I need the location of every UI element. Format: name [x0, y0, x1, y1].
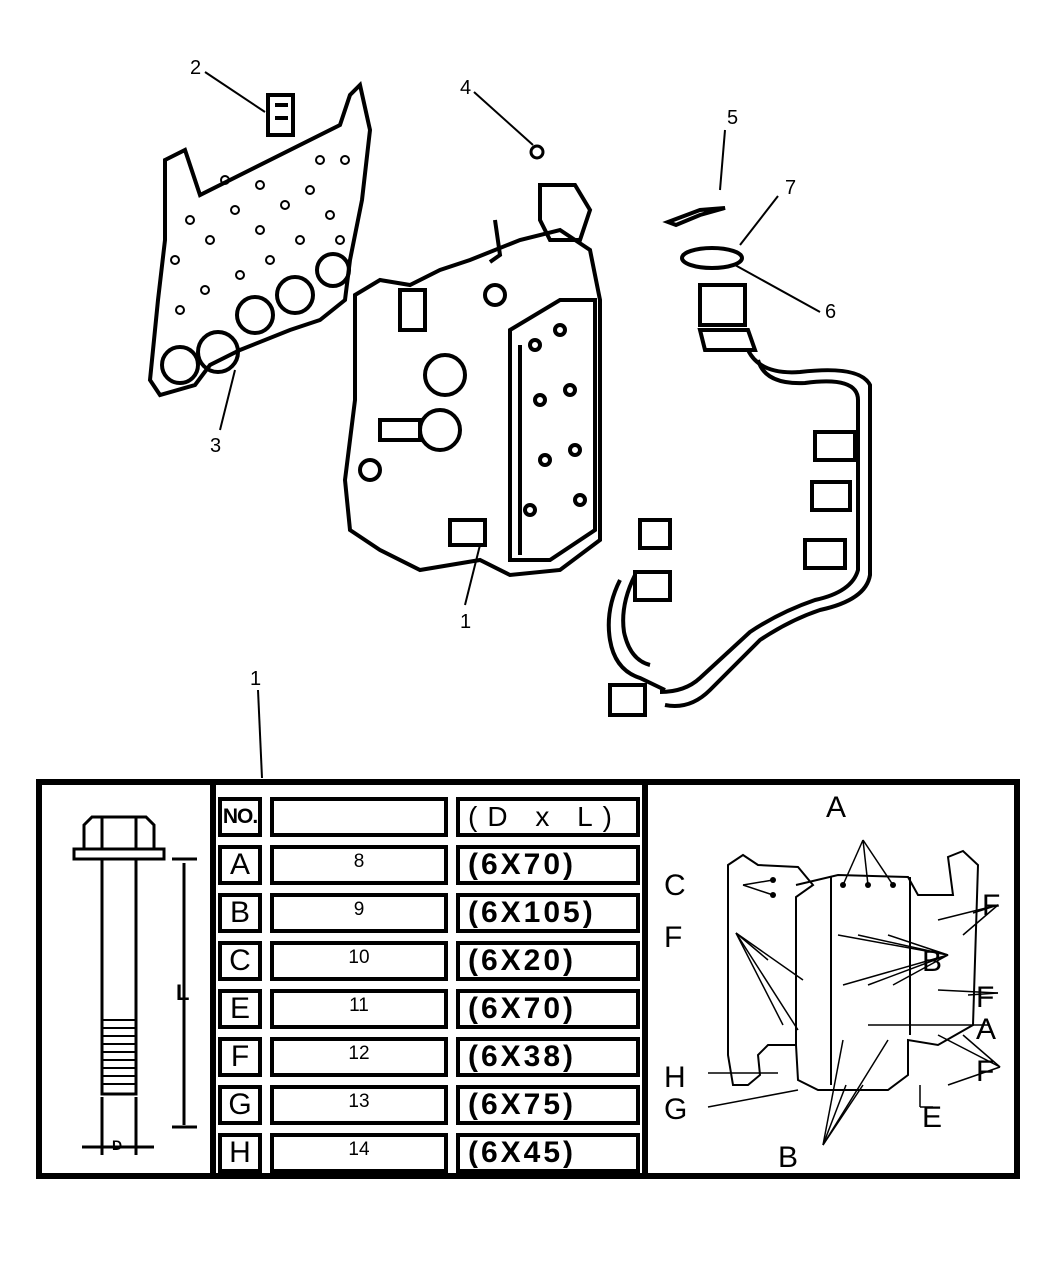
row-part: 8 — [270, 845, 448, 885]
header-part — [270, 797, 448, 837]
callout-2: 2 — [190, 57, 201, 79]
row-part: 14 — [270, 1133, 448, 1173]
row-size: (6X70) — [456, 989, 640, 1029]
table-row: F 12 (6X38) — [218, 1037, 648, 1077]
table-row: C 10 (6X20) — [218, 941, 648, 981]
row-part: 12 — [270, 1037, 448, 1077]
callout-6: 6 — [825, 301, 836, 323]
loc-label-f: F — [976, 981, 995, 1014]
loc-label-b: B — [922, 945, 943, 978]
retainer-clip — [662, 206, 726, 228]
row-size: (6X45) — [456, 1133, 640, 1173]
bolt-location-diagram — [707, 839, 1001, 1146]
o-ring-small — [529, 144, 545, 160]
separator-plate — [147, 81, 373, 398]
table-row: E 11 (6X70) — [218, 989, 648, 1029]
row-part: 11 — [270, 989, 448, 1029]
loc-label-f: F — [664, 921, 683, 954]
screen-clip — [266, 93, 295, 137]
leader-lines — [204, 71, 821, 779]
loc-label-b: B — [778, 1141, 799, 1174]
bolt-spec-panel: L D NO. (D x L) A 8 (6X70) B 9 (6X105) C… — [36, 779, 1020, 1179]
bolt-diameter-label: D — [112, 1137, 123, 1153]
table-row: A 8 (6X70) — [218, 845, 648, 885]
divider — [210, 785, 216, 1173]
header-size: (D x L) — [456, 797, 640, 837]
valve-body-assembly — [342, 183, 602, 578]
header-code: NO. — [218, 797, 262, 837]
row-code: G — [218, 1085, 262, 1125]
wiring-harness — [606, 283, 872, 717]
row-part: 10 — [270, 941, 448, 981]
callout-1-table: 1 — [250, 668, 261, 690]
callout-4: 4 — [460, 77, 471, 99]
row-code: B — [218, 893, 262, 933]
row-part: 9 — [270, 893, 448, 933]
row-code: F — [218, 1037, 262, 1077]
row-size: (6X38) — [456, 1037, 640, 1077]
callout-1: 1 — [460, 611, 471, 633]
table-row: B 9 (6X105) — [218, 893, 648, 933]
row-code: H — [218, 1133, 262, 1173]
loc-label-h: H — [664, 1061, 686, 1094]
row-size: (6X105) — [456, 893, 640, 933]
row-size: (6X20) — [456, 941, 640, 981]
loc-label-a: A — [826, 791, 847, 824]
row-code: C — [218, 941, 262, 981]
table-header: NO. (D x L) — [218, 797, 648, 837]
table-row: H 14 (6X45) — [218, 1133, 648, 1173]
table-row: G 13 (6X75) — [218, 1085, 648, 1125]
callout-3: 3 — [210, 435, 221, 457]
loc-label-a: A — [976, 1013, 997, 1046]
divider — [642, 785, 648, 1173]
loc-label-g: G — [664, 1093, 688, 1126]
connector-seal — [680, 246, 744, 270]
loc-label-f: F — [976, 1055, 995, 1088]
row-size: (6X70) — [456, 845, 640, 885]
bolt-illustration — [72, 815, 197, 1155]
row-size: (6X75) — [456, 1085, 640, 1125]
bolt-length-label: L — [176, 980, 190, 1005]
row-code: A — [218, 845, 262, 885]
loc-label-f: F — [982, 889, 1001, 922]
callout-7: 7 — [785, 177, 796, 199]
callout-5: 5 — [727, 107, 738, 129]
row-code: E — [218, 989, 262, 1029]
loc-label-e: E — [922, 1101, 943, 1134]
row-part: 13 — [270, 1085, 448, 1125]
loc-label-c: C — [664, 869, 686, 902]
